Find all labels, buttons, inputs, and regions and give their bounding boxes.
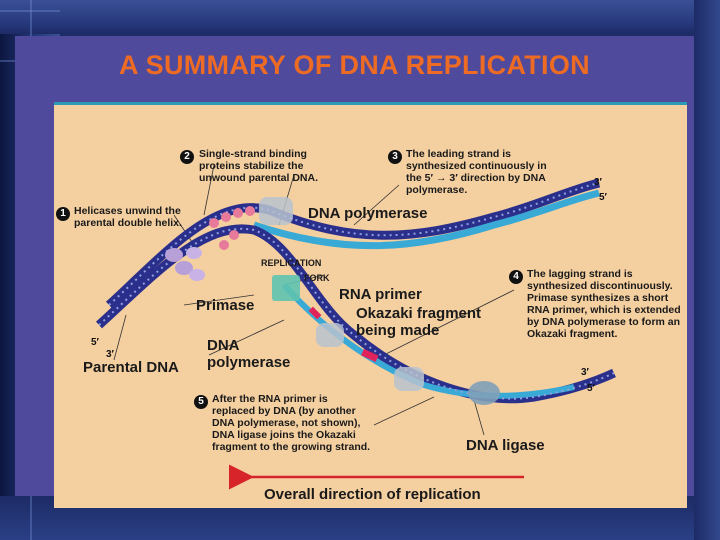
leading-strand [252,189,600,250]
step-4-text: The lagging strand is synthesized discon… [527,268,681,340]
ssb-proteins [209,206,255,250]
bottom-strand-bases [98,227,615,400]
label-primase: Primase [196,297,255,314]
step-5-number: 5 [194,395,208,409]
label-okazaki-2: being made [356,322,440,339]
strand-end-left-3: 3′ [106,349,114,360]
rna-primer-segment [308,306,322,320]
step-3-number: 3 [388,150,402,164]
label-dna-ligase: DNA ligase [466,437,545,454]
label-okazaki-1: Okazaki fragment [356,305,482,322]
strand-end-right-3: 3′ [581,367,589,378]
top-parental-strand [105,178,601,309]
slide-panel: A SUMMARY OF DNA REPLICATION [15,36,694,508]
background-top [0,0,720,34]
lagging-strand [281,283,575,399]
replication-figure: 1 Helicases unwind the parental double h… [54,102,687,508]
label-replication: REPLICATION [261,258,322,268]
step-2-number: 2 [180,150,194,164]
dna-polymerase-lagging [394,367,424,391]
label-fork: FORK [304,273,330,283]
dna-ligase-enzyme [468,381,500,405]
replication-diagram [95,164,616,490]
slide-title: A SUMMARY OF DNA REPLICATION [119,50,590,80]
step-5-text: After the RNA primer is replaced by DNA … [212,393,371,453]
dna-polymerase-okazaki [316,323,344,347]
strand-end-left-5: 5′ [91,337,99,348]
strand-end-top-3: 3′ [594,177,602,188]
strand-end-top-5: 5′ [599,192,607,203]
step-3-text: The leading strand is synthesized contin… [406,148,547,196]
step-1-text: Helicases unwind the parental double hel… [74,205,182,229]
step-1-number: 1 [56,207,70,221]
dna-polymerase-leading [259,197,293,225]
step-4-number: 4 [509,270,523,284]
label-dna-polymerase-bottom-2: polymerase [207,354,291,371]
label-dna-polymerase-bottom-1: DNA [207,337,240,354]
helicase-proteins [165,247,205,281]
step-2-text: Single-strand binding proteins stabilize… [199,148,318,184]
background-right [694,0,720,540]
primase-enzyme [272,275,300,301]
label-dna-polymerase-top: DNA polymerase [308,205,428,222]
decor-line [0,10,60,12]
label-overall-direction: Overall direction of replication [264,486,481,503]
label-parental-dna: Parental DNA [83,359,179,376]
label-rna-primer: RNA primer [339,286,422,303]
rna-primer-segment [361,348,379,363]
pointer-lines [113,164,515,436]
strand-end-right-5: 5′ [587,383,595,394]
